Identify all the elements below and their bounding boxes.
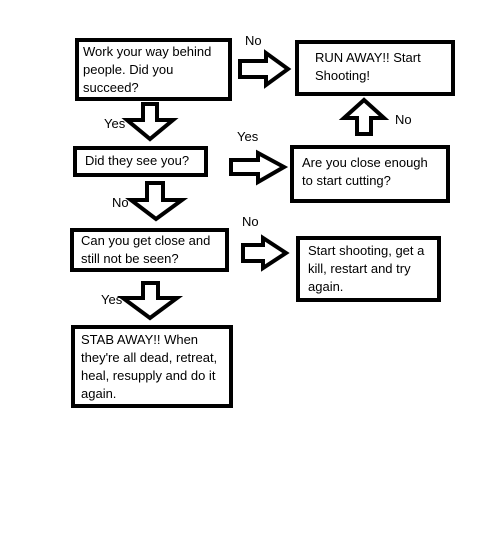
- node-close-enough: Are you close enough to start cutting?: [290, 145, 450, 203]
- arrow-start-to-seen-check: [121, 102, 179, 142]
- edge-label-close-no: No: [395, 112, 412, 127]
- arrow-seen-check-to-close-enough: [229, 149, 289, 186]
- edge-label-getclose-no: No: [242, 214, 259, 229]
- edge-label-seen-no: No: [112, 195, 129, 210]
- arrow-seen-check-to-get-close: [125, 181, 189, 222]
- node-stab: STAB AWAY!! When they're all dead, retre…: [71, 325, 233, 408]
- arrow-get-close-to-stab: [116, 281, 184, 321]
- arrow-close-enough-to-run-away: [338, 97, 390, 136]
- node-run-away: RUN AWAY!! Start Shooting!: [295, 40, 455, 96]
- node-get-close: Can you get close and still not be seen?: [70, 228, 229, 272]
- arrow-get-close-to-shoot-restart: [241, 234, 290, 272]
- edge-label-start-no: No: [245, 33, 262, 48]
- node-seen-check: Did they see you?: [73, 146, 208, 177]
- edge-label-start-yes: Yes: [104, 116, 126, 131]
- node-shoot-restart: Start shooting, get a kill, restart and …: [296, 236, 441, 302]
- edge-label-seen-yes: Yes: [237, 129, 259, 144]
- node-start: Work your way behind people. Did you suc…: [75, 38, 232, 101]
- arrow-start-to-run-away: [238, 49, 292, 89]
- edge-label-getclose-yes: Yes: [101, 292, 123, 307]
